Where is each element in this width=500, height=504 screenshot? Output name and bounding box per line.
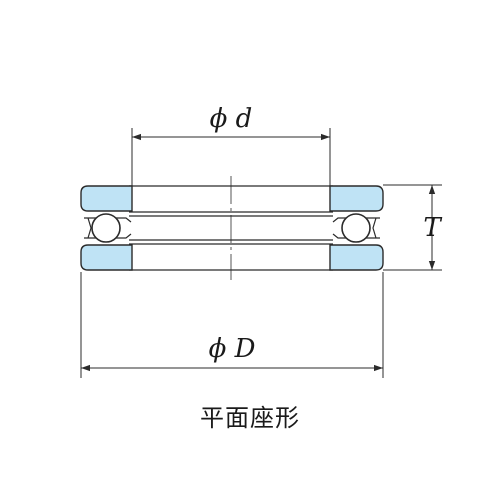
outer-diameter-label: ϕ D bbox=[209, 334, 256, 364]
left-ball bbox=[91, 213, 121, 243]
inner-diameter-label: ϕ d bbox=[210, 104, 253, 134]
right-bearing-section bbox=[329, 185, 384, 271]
right-ball bbox=[341, 213, 371, 243]
caption: 平面座形 bbox=[200, 404, 300, 432]
right-upper-race bbox=[329, 185, 384, 212]
extension-lines bbox=[80, 128, 442, 378]
left-lower-race bbox=[80, 244, 133, 271]
left-upper-race bbox=[80, 185, 133, 212]
right-lower-race bbox=[329, 244, 384, 271]
washer-lines bbox=[129, 185, 333, 271]
height-label: T bbox=[423, 213, 442, 243]
left-bearing-section bbox=[80, 185, 133, 271]
